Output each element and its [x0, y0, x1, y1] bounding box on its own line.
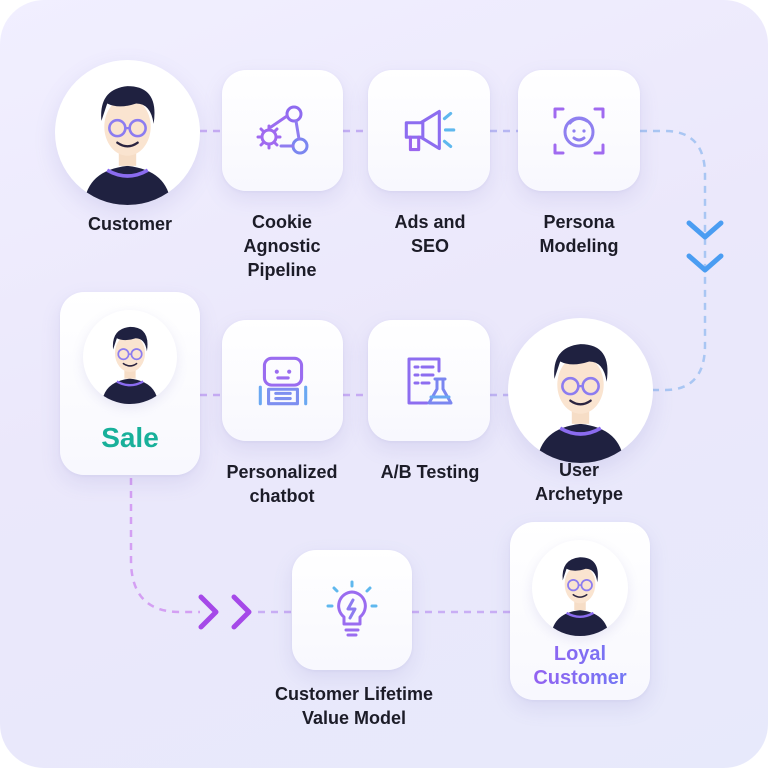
robot-icon	[258, 356, 307, 405]
face-scan-icon	[553, 107, 605, 154]
label-personalized-chatbot: Personalized chatbot	[226, 462, 338, 506]
label-user-archetype: User Archetype	[534, 460, 624, 504]
label-customer: Customer	[87, 214, 173, 234]
loyal-customer-label: Loyal Customer	[510, 642, 650, 690]
connector-persona-archetype	[640, 129, 707, 392]
card-clv-model	[292, 550, 412, 670]
card-persona-modeling	[518, 70, 640, 191]
card-loyal-customer: Loyal Customer	[510, 522, 650, 700]
card-sale: Sale	[60, 292, 200, 475]
card-personalized-chatbot	[222, 320, 343, 441]
connector-sale-clv	[129, 478, 200, 614]
avatar	[101, 326, 159, 404]
pipeline-icon	[256, 105, 308, 154]
card-ab-testing	[368, 320, 490, 441]
label-clv-model: Customer Lifetime Value Model	[274, 684, 434, 728]
sale-label: Sale	[101, 422, 159, 453]
avatar	[551, 557, 609, 636]
lightbulb-icon	[326, 580, 378, 637]
avatar	[537, 344, 624, 463]
megaphone-icon	[404, 109, 456, 151]
label-persona-modeling: Persona Modeling	[539, 212, 619, 256]
sale-avatar	[83, 310, 177, 404]
avatar	[84, 86, 171, 205]
user-archetype-avatar	[508, 318, 653, 463]
card-ads-seo	[368, 70, 490, 191]
double-chevron-right-icon	[198, 594, 252, 630]
ab-test-icon	[407, 357, 453, 404]
card-cookie-pipeline	[222, 70, 343, 191]
label-cookie-pipeline: Cookie Agnostic Pipeline	[243, 212, 321, 280]
label-ads-seo: Ads and SEO	[394, 212, 466, 256]
label-ab-testing: A/B Testing	[380, 462, 480, 482]
double-chevron-down-icon	[686, 220, 724, 273]
customer-avatar	[55, 60, 200, 205]
loyal-avatar	[532, 540, 628, 636]
